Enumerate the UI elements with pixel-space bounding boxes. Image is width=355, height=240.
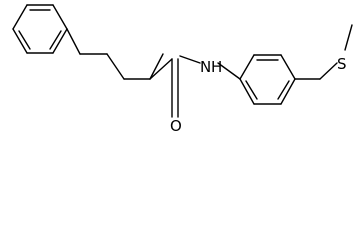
bond	[239, 54, 255, 80]
bond	[149, 53, 164, 80]
aryl-ring	[239, 54, 296, 105]
double-bond-inner	[49, 30, 62, 50]
bond	[52, 28, 68, 54]
oxygen-label: O	[170, 117, 182, 135]
bond	[106, 53, 125, 80]
bond	[52, 4, 68, 30]
carbonyl-group	[149, 58, 179, 118]
double-bond-inner	[277, 80, 290, 100]
structure-canvas: N H O S	[12, 4, 353, 135]
double-bond-inner	[245, 80, 258, 100]
bond	[217, 62, 241, 80]
bond	[280, 78, 296, 105]
methylthio-group	[294, 24, 353, 80]
alkyl-chain	[66, 28, 164, 80]
double-bond-inner	[18, 30, 31, 50]
bond	[239, 78, 255, 105]
bond	[319, 62, 338, 80]
bond	[12, 28, 28, 54]
nitrogen-label: N	[200, 58, 211, 76]
sulfur-label: S	[337, 55, 347, 73]
bond	[12, 4, 28, 30]
bond	[280, 54, 296, 80]
bond	[344, 24, 353, 51]
molecule-structure: N H O S	[12, 4, 353, 135]
amide-bond	[179, 55, 201, 64]
bond	[149, 58, 173, 80]
bond	[66, 28, 81, 55]
phenyl-ring	[12, 4, 68, 54]
hydrogen-label: H	[211, 58, 222, 76]
